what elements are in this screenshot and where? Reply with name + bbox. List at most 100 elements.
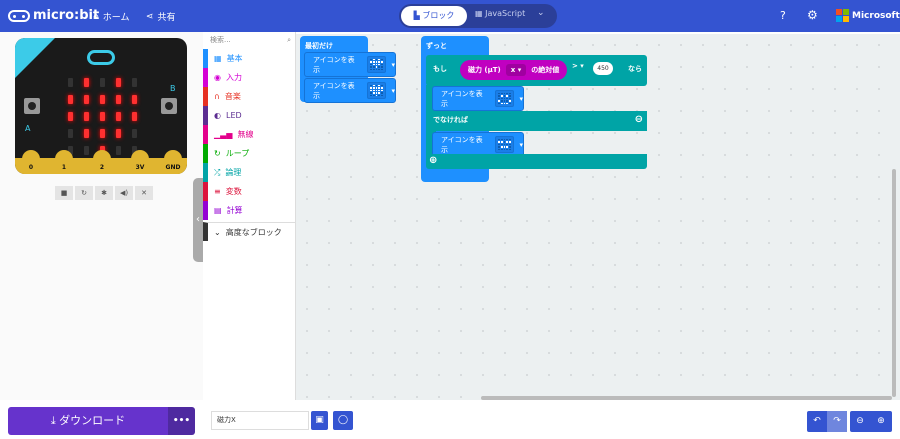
js-icon: ▦ bbox=[475, 9, 486, 18]
chevron-down-icon[interactable]: ⌄ bbox=[537, 8, 545, 18]
pin-2[interactable]: 2 bbox=[93, 150, 111, 174]
grid-icon: ▦ bbox=[214, 54, 222, 63]
remove-else-icon[interactable]: ⊖ bbox=[634, 114, 643, 125]
led bbox=[68, 112, 73, 121]
target-icon: ◉ bbox=[214, 73, 221, 82]
led bbox=[116, 78, 121, 87]
dropdown-icon[interactable]: ▾ bbox=[391, 60, 395, 69]
download-button[interactable]: ⤓ ダウンロード bbox=[8, 407, 168, 435]
category-signal[interactable]: ▁▃▅無線 bbox=[203, 125, 296, 144]
category-target[interactable]: ◉入力 bbox=[203, 68, 296, 87]
download-icon: ⤓ bbox=[50, 414, 60, 427]
search-icon: ⌕ bbox=[287, 36, 291, 44]
button-a[interactable] bbox=[24, 98, 40, 114]
undo-icon[interactable]: ↶ bbox=[807, 411, 827, 432]
led bbox=[132, 78, 137, 87]
show-icon-block[interactable]: アイコンを表示▾ bbox=[304, 52, 396, 77]
led bbox=[100, 129, 105, 138]
restart-icon[interactable]: ↻ bbox=[75, 186, 93, 200]
mute-icon[interactable]: ◀) bbox=[115, 186, 133, 200]
microbit-logo[interactable]: micro:bit bbox=[8, 8, 99, 23]
category-chevron-down[interactable]: ⌄高度なブロック bbox=[203, 222, 296, 241]
heart-icon[interactable] bbox=[366, 82, 387, 99]
horizontal-scrollbar[interactable] bbox=[481, 396, 892, 400]
abs-magnetic-block[interactable]: 磁力 (µT)x ▾の絶対値 bbox=[460, 60, 567, 80]
tab-javascript[interactable]: ▦ JavaScript bbox=[475, 9, 526, 18]
blocks-workspace[interactable]: 最初だけ アイコンを表示▾ アイコンを表示▾ ずっと もし 磁力 (µT)x ▾… bbox=[296, 34, 900, 400]
pin-1[interactable]: 1 bbox=[55, 150, 73, 174]
led bbox=[116, 146, 121, 155]
share-button[interactable]: ⋖共有 bbox=[146, 11, 176, 24]
footer: ⤓ ダウンロード ••• 磁力X ▣ ◯ ↶ ↷ ⊖ ⊕ bbox=[0, 400, 900, 439]
add-else-if-icon[interactable]: ⊕ bbox=[426, 154, 647, 169]
category-calculator[interactable]: ▤計算 bbox=[203, 201, 296, 220]
home-icon: ⌂ bbox=[93, 11, 99, 22]
category-toggle[interactable]: ◐LED bbox=[203, 106, 296, 125]
category-list[interactable]: ≡変数 bbox=[203, 182, 296, 201]
led bbox=[116, 95, 121, 104]
dropdown-icon[interactable]: ▾ bbox=[519, 140, 523, 149]
dropdown-icon[interactable]: ▾ bbox=[519, 94, 523, 103]
home-button[interactable]: ⌂ホーム bbox=[93, 11, 130, 24]
more-options-button[interactable]: ••• bbox=[168, 407, 195, 435]
microbit-icon bbox=[8, 9, 30, 22]
header: micro:bit ⌂ホーム ⋖共有 ▙ ブロック ▦ JavaScript ⌄… bbox=[0, 0, 900, 32]
axis-dropdown[interactable]: x ▾ bbox=[505, 64, 527, 76]
pin-4[interactable]: GND bbox=[164, 150, 182, 174]
debug-icon[interactable]: ✱ bbox=[95, 186, 113, 200]
compare-dropdown[interactable]: > ▾ bbox=[572, 62, 584, 70]
fullscreen-icon[interactable]: ✕ bbox=[135, 186, 153, 200]
shuffle-icon: ⤮ bbox=[214, 168, 221, 177]
dropdown-icon[interactable]: ▾ bbox=[391, 86, 395, 95]
led bbox=[84, 78, 89, 87]
show-icon-block[interactable]: アイコンを表示▾ bbox=[304, 78, 396, 103]
headphones-icon: ∩ bbox=[214, 92, 220, 101]
happy-icon[interactable] bbox=[494, 90, 515, 107]
led bbox=[132, 95, 137, 104]
list-icon: ≡ bbox=[214, 187, 221, 196]
save-icon[interactable]: ▣ bbox=[311, 411, 328, 430]
board-corner bbox=[15, 38, 55, 78]
redo-icon[interactable]: ↷ bbox=[827, 411, 847, 432]
led bbox=[116, 129, 121, 138]
category-shuffle[interactable]: ⤮論理 bbox=[203, 163, 296, 182]
project-name-input[interactable]: 磁力X bbox=[211, 411, 309, 430]
led bbox=[84, 95, 89, 104]
stop-icon[interactable]: ■ bbox=[55, 186, 73, 200]
small-heart-icon[interactable] bbox=[366, 56, 387, 73]
puzzle-icon: ▙ bbox=[413, 11, 423, 20]
zoom-in-icon[interactable]: ⊕ bbox=[870, 411, 892, 432]
led bbox=[84, 112, 89, 121]
help-icon[interactable]: ? bbox=[780, 9, 786, 22]
led bbox=[68, 129, 73, 138]
else-section: でなければ⊖ bbox=[426, 111, 647, 131]
category-grid[interactable]: ▦基本 bbox=[203, 49, 296, 68]
category-headphones[interactable]: ∩音楽 bbox=[203, 87, 296, 106]
threshold-input[interactable]: 450 bbox=[593, 62, 613, 75]
face-icon[interactable] bbox=[494, 136, 515, 153]
simulator-controls: ■↻✱◀)✕ bbox=[55, 186, 153, 200]
led bbox=[132, 112, 137, 121]
signal-icon: ▁▃▅ bbox=[214, 130, 233, 139]
led bbox=[100, 112, 105, 121]
led bbox=[100, 78, 105, 87]
tab-blocks[interactable]: ▙ ブロック bbox=[401, 6, 467, 26]
pin-0[interactable]: 0 bbox=[22, 150, 40, 174]
show-icon-block[interactable]: アイコンを表示▾ bbox=[432, 132, 524, 157]
toolbox-search-input[interactable]: 検索...⌕ bbox=[207, 32, 295, 48]
refresh-icon: ↻ bbox=[214, 149, 221, 158]
gear-icon[interactable]: ⚙ bbox=[807, 8, 818, 22]
vertical-scrollbar[interactable] bbox=[892, 169, 896, 397]
show-icon-block[interactable]: アイコンを表示▾ bbox=[432, 86, 524, 111]
microsoft-logo[interactable]: Microsoft bbox=[836, 9, 900, 22]
led bbox=[68, 78, 73, 87]
github-icon[interactable]: ◯ bbox=[333, 411, 353, 430]
led bbox=[116, 112, 121, 121]
led bbox=[68, 146, 73, 155]
collapse-simulator-button[interactable]: ‹ bbox=[193, 178, 203, 262]
button-b[interactable] bbox=[161, 98, 177, 114]
category-refresh[interactable]: ↻ループ bbox=[203, 144, 296, 163]
zoom-out-icon[interactable]: ⊖ bbox=[850, 411, 870, 432]
pin-3[interactable]: 3V bbox=[131, 150, 149, 174]
